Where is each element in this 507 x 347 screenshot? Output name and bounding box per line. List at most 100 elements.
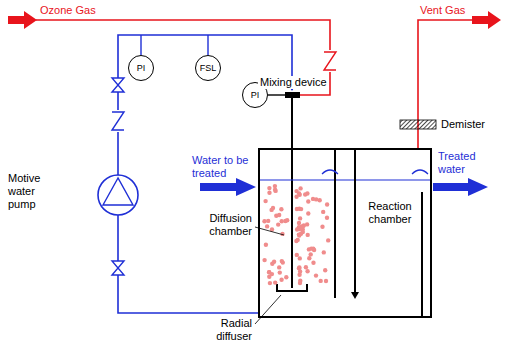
bubble [304,265,308,269]
bubble [297,221,301,225]
bubble [297,233,301,237]
bubble [284,275,288,279]
bubble [297,273,301,277]
bubble [299,207,303,211]
bubble [320,225,324,229]
bubble [309,252,313,256]
bubble [314,273,318,277]
bubble [262,258,266,262]
flow-switch: FSL [195,55,221,81]
bubble [280,219,284,223]
bubble [306,233,310,237]
chamber-baffle [354,149,356,292]
bubble [274,214,278,218]
flow-arrow [322,170,338,174]
inlet-arrow [200,178,256,196]
bubble [270,272,274,276]
bubble [319,279,323,283]
bubble [306,199,310,203]
bubbles [262,184,330,285]
pressure-indicator: PI [128,55,154,81]
contact-tank: Reaction chamber [258,148,432,318]
bubble [325,202,329,206]
outlet-arrow [433,178,488,196]
bubble [264,243,268,247]
check-valve-gap [112,110,124,132]
part-label: Mixing device [258,76,329,89]
bubble [277,265,281,269]
stream-label: Water to be treated [192,154,256,180]
bubble [298,216,302,220]
bubble [323,268,327,272]
part-label: Motive water pump [8,172,54,211]
injection-pipe [291,98,293,288]
ozone-arrow [8,11,37,29]
part-label: Demister [441,118,485,131]
bubble [307,256,311,260]
stream-label: Vent Gas [420,4,465,17]
instrument-stem [268,94,286,95]
stream-label: Ozone Gas [40,4,96,17]
bubble [303,192,307,196]
ozone-pipe [36,20,330,95]
part-label: Diffusion chamber [190,212,252,238]
bubble [270,262,274,266]
node-text: FSL [200,62,217,75]
mixing-device-symbol [285,92,300,98]
bubble [297,232,301,236]
bubble [298,186,302,190]
bubble [321,210,325,214]
bubble [325,216,329,220]
part-label: Radial diffuser [196,317,252,343]
bubble [305,222,309,226]
bubble [322,250,326,254]
stream-label: Treated water [438,150,502,176]
chamber-wall [421,192,423,318]
bubble [279,207,283,211]
bubble [271,206,275,210]
bubble [268,281,272,285]
flow-arrow [351,292,359,299]
pump-symbol [103,178,133,205]
flow-arrow [412,170,428,174]
bubble [297,191,301,195]
bubble [267,186,271,190]
bubble [297,265,301,269]
check-valve-gap [324,50,336,72]
node-text: Reaction chamber [359,200,421,226]
bubble [324,279,328,283]
bubble [295,227,299,231]
bubble [298,256,302,260]
bubble [280,259,284,263]
instrument-stem [140,35,141,55]
demister-symbol [400,120,436,129]
bubble [276,222,280,226]
valve-symbol [112,78,124,92]
bubble [301,230,305,234]
check-valve-symbol [324,52,336,70]
water-level [258,179,430,180]
bubble [326,238,330,242]
bubble [267,191,271,195]
check-valve-symbol [112,112,124,130]
bubble [279,278,283,282]
bubble [263,199,267,203]
bubble [273,280,277,284]
bubble [296,238,300,242]
instrument-stem [207,35,208,55]
vent-arrow [472,11,501,29]
node-text: PI [137,62,146,75]
bubble [273,184,277,188]
node-text: PI [251,89,260,102]
bubble [265,224,269,228]
bubble [314,197,318,201]
bubble [305,269,309,273]
valve-symbol [112,261,124,275]
bubble [306,211,310,215]
bubble [309,246,313,250]
bubble [298,281,302,285]
pump-symbol [98,175,138,215]
bubble [311,261,315,265]
bubble [278,270,282,274]
bubble [266,219,270,223]
